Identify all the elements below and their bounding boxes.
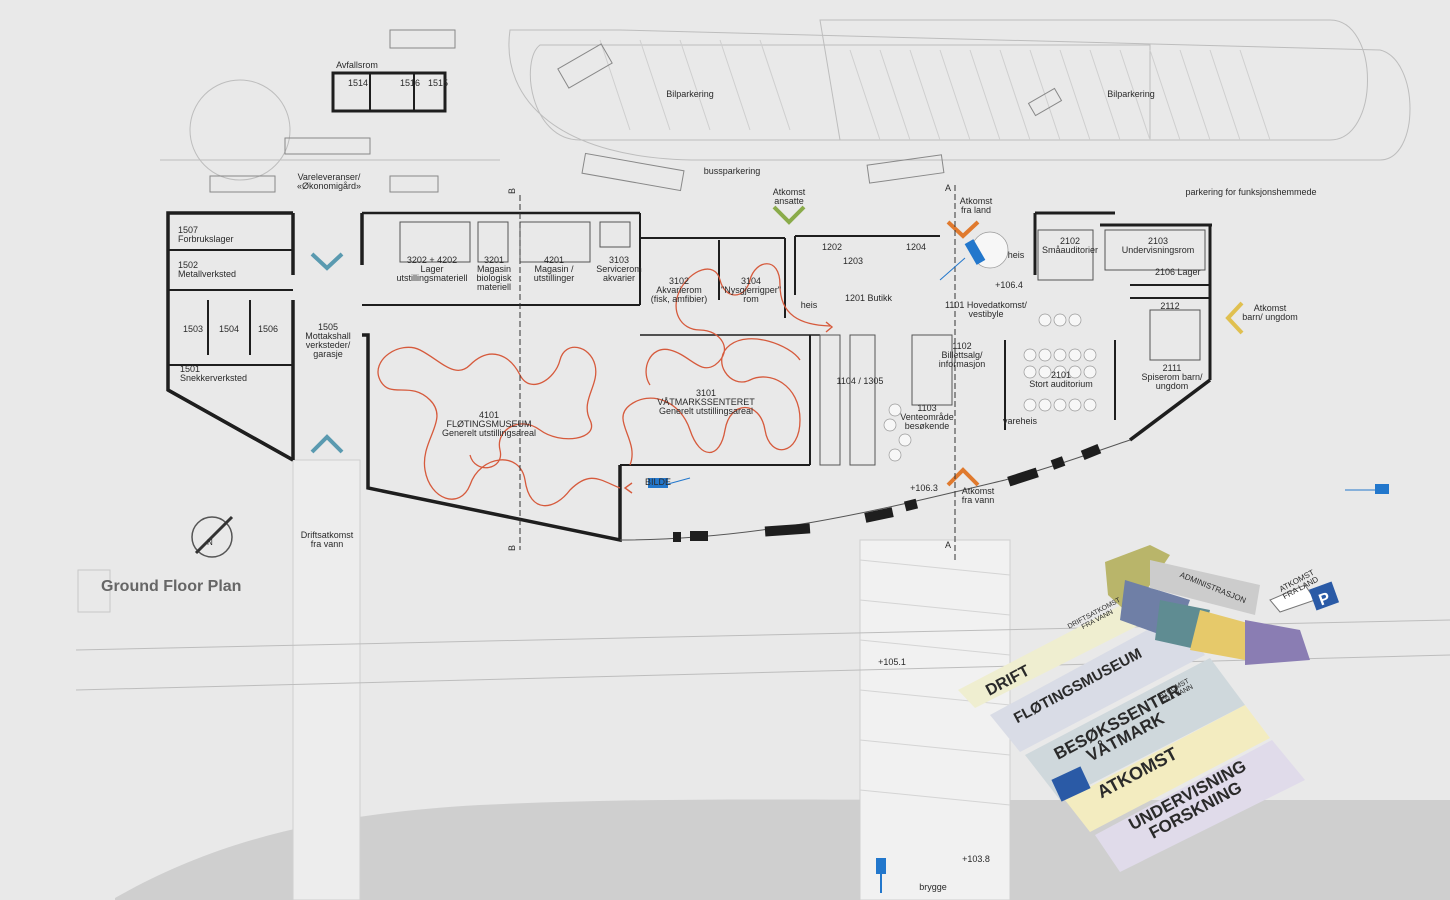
- site-label-secA1: A: [945, 183, 951, 193]
- room-label-r1204: 1204: [906, 242, 926, 252]
- zone-band-bes: [1025, 658, 1245, 800]
- room-label-r1514: 1514: [348, 78, 368, 88]
- axo-block-admin: [1150, 560, 1260, 615]
- room-label-r1503: 1503: [183, 324, 203, 334]
- room-label-heis2: heis: [1008, 250, 1025, 260]
- room-label-r1203: 1203: [843, 256, 863, 266]
- site-label-vare: Vareleveranser/«Økonomigård»: [297, 172, 361, 191]
- site-label-secB2: B: [507, 545, 517, 551]
- north-compass: [191, 515, 234, 558]
- site-label-e1051: +105.1: [878, 657, 906, 667]
- camera-markers: [648, 239, 1389, 893]
- site-label-e1064: +106.4: [995, 280, 1023, 290]
- room-label-avfall: Avfallsrom: [336, 60, 378, 70]
- facade-columns: [673, 443, 1102, 542]
- route-flotingsmuseum: [377, 346, 621, 507]
- avfallsrom-building: [331, 71, 447, 113]
- camera-marker-1: [939, 239, 986, 281]
- room-label-heis1: heis: [801, 300, 818, 310]
- room-label-r1202: 1202: [822, 242, 842, 252]
- zone-diagram: P: [958, 545, 1340, 872]
- site-label-e1038: +103.8: [962, 854, 990, 864]
- entry-arrows: [310, 205, 1244, 487]
- camera-marker-2: [648, 477, 691, 488]
- room-label-vareheis: vareheis: [1003, 416, 1038, 426]
- zone-band-und: [1095, 740, 1305, 872]
- room-label-r3104: 3104"Nysgjerrigper"rom: [721, 276, 781, 304]
- site-label-bilde: BILDE: [645, 477, 671, 487]
- zone-band-flot: [990, 615, 1205, 752]
- axo-block-yellow: [1190, 610, 1255, 660]
- page-title: Ground Floor Plan: [101, 578, 241, 595]
- site-label-secA2: A: [945, 540, 951, 550]
- north-label: N: [207, 538, 213, 547]
- site-label-e1063: +106.3: [910, 483, 938, 493]
- site-label-secB1: B: [507, 188, 517, 194]
- room-label-r1516: 1516: [400, 78, 420, 88]
- zone-band-drift: [958, 590, 1165, 708]
- room-label-r1504: 1504: [219, 324, 239, 334]
- jetty: [859, 539, 1011, 900]
- section-lines: [519, 185, 956, 560]
- route-vatmarkssenteret: [622, 263, 831, 466]
- auditorium-seating: [883, 231, 1097, 462]
- room-label-r1506: 1506: [258, 324, 278, 334]
- route-arrows: [623, 321, 834, 494]
- room-label-r2106: 2106 Lager: [1155, 267, 1201, 277]
- room-label-r2112: 2112: [1160, 301, 1179, 311]
- axo-block-purple: [1245, 620, 1310, 665]
- site-label-bilp1: Bilparkering: [666, 89, 714, 99]
- site-label-buss: bussparkering: [704, 166, 761, 176]
- parking-icon: [1308, 581, 1340, 611]
- site-label-hc: parkering for funksjonshemmede: [1185, 187, 1316, 197]
- room-label-r1104: 1104 / 1305: [837, 376, 884, 386]
- title-frame: [77, 569, 111, 613]
- room-label-r1515: 1515: [428, 78, 448, 88]
- camera-marker-3: [1345, 484, 1389, 494]
- room-label-r1101: 1101 Hovedatkomst/vestibyle: [945, 300, 1027, 319]
- service-road: [292, 459, 361, 900]
- site-label-brygge: brygge: [919, 882, 947, 892]
- room-label-r1201: 1201 Butikk: [845, 293, 893, 303]
- site-label-bilp2: Bilparkering: [1107, 89, 1155, 99]
- boat-icon: [1051, 766, 1091, 802]
- zone-band-atk: [1065, 705, 1270, 832]
- interior-details: [399, 221, 1206, 466]
- building-walls: [166, 211, 1212, 543]
- vehicles: [209, 29, 1063, 193]
- camera-marker-4: [876, 858, 886, 893]
